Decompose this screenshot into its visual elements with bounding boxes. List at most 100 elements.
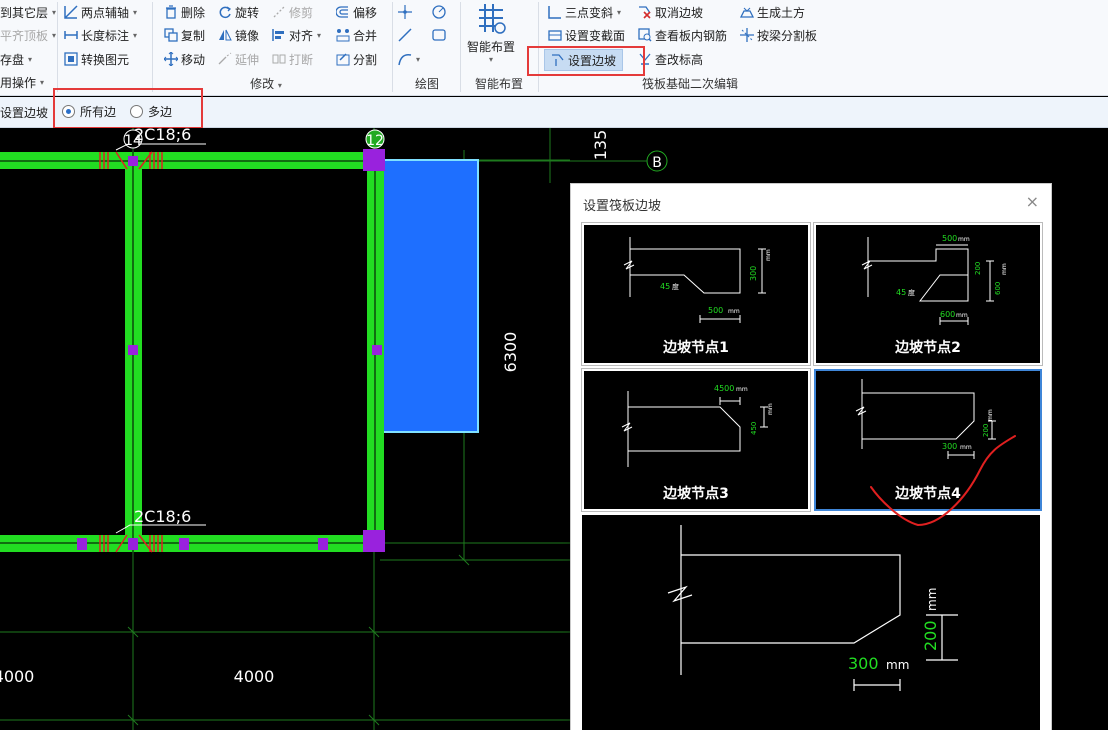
length-dimension-button[interactable]: 长度标注▾ xyxy=(64,25,137,45)
mirror-icon xyxy=(218,28,232,42)
break-button[interactable]: 打断 xyxy=(272,49,313,69)
split-by-beam-button[interactable]: 按梁分割板 xyxy=(740,25,817,45)
point-icon xyxy=(398,5,412,19)
edit-elevation-label: 查改标高 xyxy=(655,52,704,67)
generate-earthwork-label: 生成土方 xyxy=(757,5,806,20)
trim-icon xyxy=(272,5,286,19)
two-point-aux-axis-button[interactable]: 两点辅轴▾ xyxy=(64,2,137,22)
three-point-slope-button[interactable]: 三点变斜▾ xyxy=(548,2,621,22)
flush-top-slab-button[interactable]: 平齐顶板▾ xyxy=(0,28,57,43)
modify-group-label: 修改 ▾ xyxy=(250,77,282,91)
cancel-slope-label: 取消边坡 xyxy=(655,5,704,20)
view-slab-rebar-label: 查看板内钢筋 xyxy=(655,28,728,43)
close-icon[interactable]: × xyxy=(1025,192,1039,211)
draw-line-button[interactable] xyxy=(398,25,418,45)
draw-polyline-button[interactable]: ▾ xyxy=(398,49,428,69)
set-slope-button[interactable]: 设置边坡 xyxy=(544,49,624,71)
copy-button[interactable]: 复制 xyxy=(164,25,205,45)
set-raft-slope-dialog: 设置筏板边坡 × 45 度 500 mm 300 mm 边坡节点1 xyxy=(570,183,1052,730)
smart-group-label: 智能布置 xyxy=(474,77,523,91)
grip-node xyxy=(128,345,138,355)
rebar-label-bottom: 2C18;6 xyxy=(134,507,191,526)
generate-earthwork-button[interactable]: 生成土方 xyxy=(739,2,806,22)
svg-text:4500: 4500 xyxy=(714,384,734,393)
rotate-button[interactable]: 旋转 xyxy=(218,2,259,22)
offset-label: 偏移 xyxy=(353,5,378,20)
merge-button[interactable]: 合并 xyxy=(336,25,377,45)
radio-all-edges-dot[interactable] xyxy=(62,105,75,118)
copy-to-other-floor-button[interactable]: 到其它层▾ xyxy=(0,5,57,20)
delete-button[interactable]: 删除 xyxy=(164,2,205,22)
cancel-slope-icon xyxy=(638,5,652,19)
svg-text:200: 200 xyxy=(982,424,990,437)
slope-node-2-option[interactable]: 500 mm 45 度 200 600 mm 600 mm 边坡节点2 xyxy=(813,222,1043,366)
cancel-slope-button[interactable]: 取消边坡 xyxy=(638,2,703,22)
rotate-icon xyxy=(218,5,232,19)
svg-text:300: 300 xyxy=(942,442,957,451)
convert-element-button[interactable]: 转换图元 xyxy=(64,49,129,69)
radio-multi-edges[interactable]: 多边 xyxy=(130,103,172,120)
highlight-set-slope xyxy=(527,46,645,76)
draw-arc-button[interactable] xyxy=(432,2,452,22)
save-button[interactable]: 存盘▾ xyxy=(0,52,33,67)
slope-node-1-option[interactable]: 45 度 500 mm 300 mm 边坡节点1 xyxy=(581,222,811,366)
set-variable-section-button[interactable]: 设置变截面 xyxy=(548,25,625,45)
trim-button[interactable]: 修剪 xyxy=(272,2,313,22)
cad-drawing[interactable]: 14 12 B 2C18;6 2C18;6 6300 135 4000 4000 xyxy=(0,128,1108,730)
merge-label: 合并 xyxy=(353,28,378,43)
radio-multi-edges-dot[interactable] xyxy=(130,105,143,118)
split-icon xyxy=(336,52,350,66)
slope-node-1-diagram: 45 度 500 mm 300 mm xyxy=(623,237,772,323)
dimension-4000-right: 4000 xyxy=(234,667,275,686)
svg-text:mm: mm xyxy=(960,444,972,451)
slope-preview-diagram: 300 mm 200 mm xyxy=(667,525,958,691)
copy-icon xyxy=(164,28,178,42)
move-button[interactable]: 移动 xyxy=(163,49,205,69)
slope-node-4-caption: 边坡节点4 xyxy=(895,486,961,502)
draw-rectangle-button[interactable] xyxy=(432,25,452,45)
slope-node-4-diagram: 300 mm 200 mm xyxy=(855,379,996,459)
convert-icon xyxy=(64,52,78,66)
svg-text:mm: mm xyxy=(767,403,774,415)
smart-layout-button[interactable]: 智能布置 ▾ xyxy=(464,2,518,72)
grip-node xyxy=(318,538,328,550)
radio-all-edges[interactable]: 所有边 xyxy=(62,103,116,120)
slope-node-3-option[interactable]: 4500 mm 450 mm 边坡节点3 xyxy=(581,368,811,512)
convert-element-label: 转换图元 xyxy=(81,52,130,67)
rectangle-icon xyxy=(432,28,446,42)
slope-node-2-diagram: 500 mm 45 度 200 600 mm 600 mm xyxy=(861,234,1008,325)
trash-icon xyxy=(164,5,178,19)
rebar-label-top: 2C18;6 xyxy=(134,128,191,144)
align-button[interactable]: 对齐▾ xyxy=(272,25,321,45)
two-point-aux-axis-label: 两点辅轴 xyxy=(81,5,130,20)
set-slope-icon xyxy=(551,53,565,67)
offset-button[interactable]: 偏移 xyxy=(335,2,378,22)
split-by-beam-icon xyxy=(740,28,754,42)
preview-height-value: 200 xyxy=(921,620,940,651)
common-ops-button[interactable]: 用操作▾ xyxy=(0,75,45,90)
slope-preview: 300 mm 200 mm xyxy=(582,515,1040,730)
grip-node xyxy=(128,538,138,550)
extend-button[interactable]: 延伸 xyxy=(218,49,259,69)
break-icon xyxy=(272,52,286,66)
split-button[interactable]: 分割 xyxy=(336,49,377,69)
svg-text:200: 200 xyxy=(974,262,982,275)
svg-text:500: 500 xyxy=(942,234,957,243)
draw-point-button[interactable] xyxy=(398,2,418,22)
svg-text:500: 500 xyxy=(708,306,723,315)
polyline-icon xyxy=(398,52,412,66)
edit-elevation-button[interactable]: 查改标高 xyxy=(638,49,703,69)
grid-tick xyxy=(368,626,380,638)
beam-centerlines xyxy=(0,152,384,552)
grid-tick xyxy=(458,554,470,566)
svg-text:mm: mm xyxy=(736,386,748,393)
length-dimension-label: 长度标注 xyxy=(81,28,130,43)
grid-tick xyxy=(368,714,380,726)
slope-node-4-option[interactable]: 300 mm 200 mm 边坡节点4 xyxy=(814,369,1042,511)
axis-label-12: 12 xyxy=(366,133,384,149)
svg-text:450: 450 xyxy=(750,422,758,435)
mirror-button[interactable]: 镜像 xyxy=(218,25,259,45)
view-slab-rebar-button[interactable]: 查看板内钢筋 xyxy=(638,25,727,45)
line-icon xyxy=(398,28,412,42)
draw-group-label: 绘图 xyxy=(414,77,439,91)
